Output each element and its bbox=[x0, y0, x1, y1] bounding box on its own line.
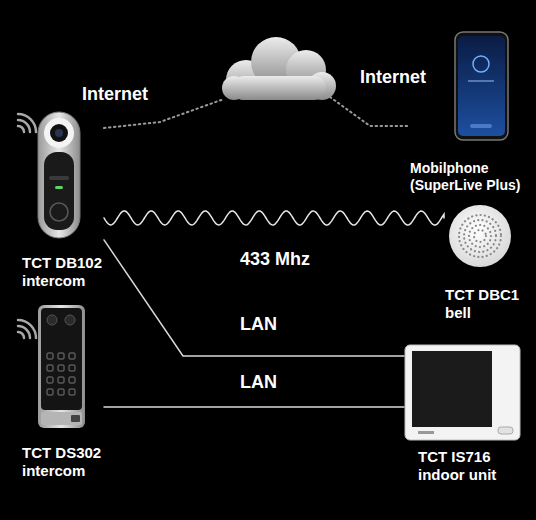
doorbell-device-part bbox=[38, 112, 80, 238]
doorbell-device-part bbox=[55, 186, 63, 189]
keypad-intercom-device-part bbox=[38, 305, 85, 428]
phone-device bbox=[455, 32, 508, 140]
keypad-intercom-device-part-part bbox=[69, 365, 75, 371]
keypad-intercom-device-part bbox=[65, 315, 75, 325]
doorbell-device bbox=[38, 112, 80, 238]
indoor-monitor-device-part bbox=[498, 427, 513, 434]
phone-device-part bbox=[455, 32, 508, 140]
phone-device-part bbox=[473, 56, 489, 72]
bell-device bbox=[449, 205, 511, 267]
connector-line bbox=[104, 240, 404, 356]
wifi-icon bbox=[18, 320, 36, 338]
connection-label: LAN bbox=[240, 314, 277, 336]
connection-label: Internet bbox=[82, 84, 148, 106]
keypad-intercom-device bbox=[38, 305, 85, 428]
cloud-icon-part bbox=[232, 76, 326, 100]
doorbell-device-part bbox=[50, 203, 68, 221]
wifi-icon-part bbox=[18, 120, 30, 132]
wifi-icon bbox=[18, 114, 36, 132]
bell-device-part-part bbox=[474, 230, 486, 242]
device-label: TCT IS716 indoor unit bbox=[404, 448, 524, 484]
keypad-intercom-device-part-part bbox=[69, 377, 75, 383]
doorbell-device-part bbox=[44, 152, 74, 230]
device-node: TCT DS302 intercom bbox=[20, 300, 104, 480]
keypad-intercom-device-part bbox=[41, 412, 82, 425]
phone-device-part bbox=[458, 36, 505, 136]
connector-line bbox=[104, 97, 408, 128]
keypad-intercom-device-part-part bbox=[47, 389, 53, 395]
bell-device-part-part bbox=[459, 215, 501, 257]
wifi-icon-part bbox=[18, 126, 24, 132]
bell-device-part bbox=[449, 205, 511, 267]
keypad-intercom-device-part-part bbox=[69, 389, 75, 395]
phone-device-part bbox=[470, 124, 492, 128]
keypad-intercom-device-part-part bbox=[58, 389, 64, 395]
keypad-intercom-device-part-part bbox=[47, 365, 53, 371]
device-node: TCT DB102 intercom bbox=[20, 108, 104, 290]
indoor-monitor-device bbox=[405, 345, 520, 440]
device-label: TCT DB102 intercom bbox=[20, 254, 104, 290]
wifi-icon-part bbox=[18, 114, 36, 132]
doorbell-device-part bbox=[55, 129, 63, 137]
device-node: Mobilphone (SuperLive Plus) bbox=[408, 30, 536, 194]
keypad-intercom-device-part-part bbox=[58, 365, 64, 371]
keypad-intercom-device-part-part bbox=[58, 377, 64, 383]
indoor-monitor-device-part bbox=[418, 431, 434, 434]
network-label: Internet bbox=[360, 67, 426, 89]
connection-label: LAN bbox=[240, 372, 277, 394]
device-label: TCT DS302 intercom bbox=[20, 444, 104, 480]
keypad-intercom-device-part bbox=[71, 415, 80, 422]
doorbell-device-part bbox=[50, 124, 68, 142]
keypad-intercom-device-part bbox=[47, 353, 75, 395]
device-node: TCT DBC1 bell bbox=[444, 200, 534, 322]
wifi-icon-part bbox=[18, 320, 36, 338]
cloud-icon bbox=[222, 37, 336, 100]
device-label: TCT DBC1 bell bbox=[444, 286, 534, 322]
device-node: TCT IS716 indoor unit bbox=[404, 342, 524, 484]
connector-line bbox=[104, 211, 444, 225]
keypad-intercom-device-part-part bbox=[47, 353, 53, 359]
keypad-intercom-device-part-part bbox=[47, 377, 53, 383]
connector-line bbox=[104, 406, 404, 408]
wifi-icon-part bbox=[18, 332, 24, 338]
bell-device-part bbox=[459, 215, 501, 257]
phone-device-part bbox=[468, 80, 494, 82]
keypad-intercom-device-part bbox=[41, 308, 82, 410]
connection-label: 433 Mhz bbox=[240, 249, 310, 271]
indoor-monitor-device-part bbox=[405, 345, 520, 440]
doorbell-device-part bbox=[49, 176, 69, 180]
indoor-monitor-device-part bbox=[412, 351, 492, 427]
bell-device-part-part bbox=[464, 220, 496, 252]
device-label: Mobilphone (SuperLive Plus) bbox=[408, 160, 536, 194]
doorbell-device-part bbox=[44, 118, 74, 148]
keypad-intercom-device-part bbox=[47, 315, 57, 325]
keypad-intercom-device-part-part bbox=[69, 353, 75, 359]
keypad-intercom-device-part-part bbox=[58, 353, 64, 359]
bell-device-part-part bbox=[469, 225, 491, 247]
wifi-icon-part bbox=[18, 326, 30, 338]
